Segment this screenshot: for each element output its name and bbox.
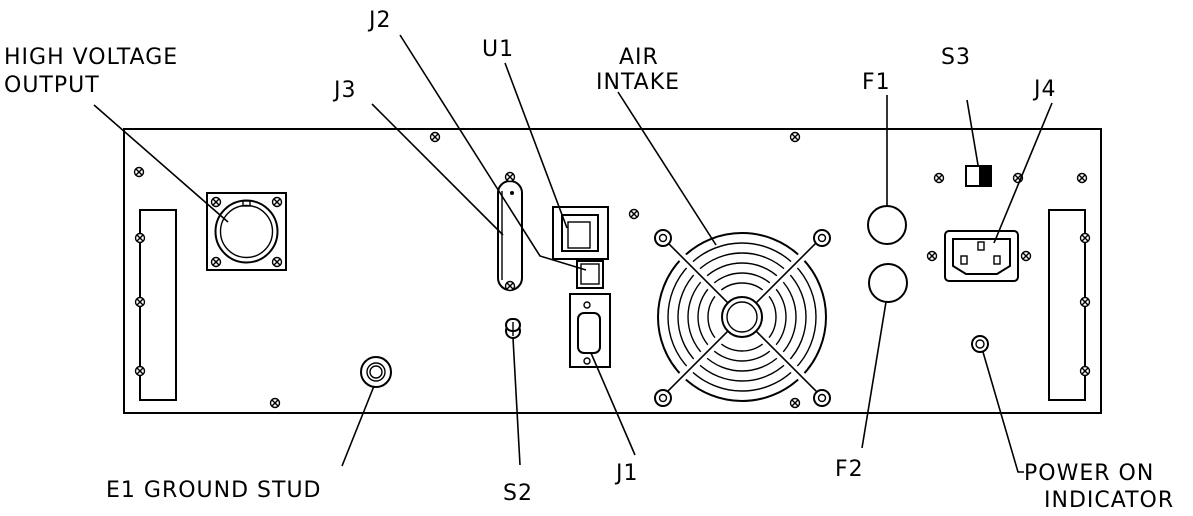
leader-lines [93, 34, 1053, 473]
label-power-on-indicator-line1: POWER ON [1024, 461, 1154, 486]
label-s3: S3 [941, 45, 971, 70]
label-j1: J1 [614, 461, 639, 486]
j4-power-inlet [926, 230, 1032, 282]
label-air-intake-line1: AIR [619, 45, 659, 70]
air-intake-fan [654, 229, 831, 407]
right-rail [1048, 209, 1091, 401]
j3-connector [497, 171, 523, 292]
panel-outline [123, 128, 1102, 414]
label-u1: U1 [482, 37, 514, 62]
label-j3: J3 [332, 78, 357, 103]
high-voltage-output-connector [206, 192, 287, 271]
label-j2: J2 [367, 8, 392, 33]
label-f1: F1 [862, 70, 891, 95]
label-f2: F2 [835, 457, 864, 482]
label-e1-ground-stud: E1 GROUND STUD [106, 478, 321, 503]
label-high-voltage-output-line1: HIGH VOLTAGE [4, 45, 178, 70]
f2-fuse [868, 263, 908, 303]
f1-fuse [867, 205, 907, 245]
label-air-intake-line2: INTAKE [596, 70, 680, 95]
label-power-on-indicator-line2: INDICATOR [1044, 488, 1174, 513]
label-s2: S2 [503, 481, 533, 506]
e1-ground-stud [360, 356, 392, 388]
s3-switch [965, 165, 992, 187]
s2-toggle-switch [505, 318, 521, 339]
label-high-voltage-output-line2: OUTPUT [4, 73, 100, 98]
left-rail [134, 209, 177, 401]
callout-labels: HIGH VOLTAGE OUTPUT J3 J2 U1 AIR INTAKE … [4, 8, 1174, 513]
label-j4: J4 [1032, 77, 1057, 102]
u1-j2-j1-module [552, 206, 611, 368]
power-on-indicator-lamp [971, 335, 989, 353]
